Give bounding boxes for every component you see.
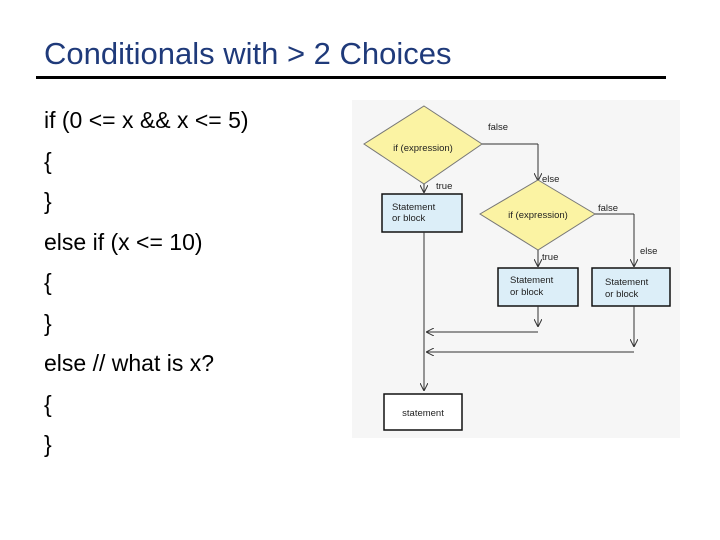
code-line: else // what is x? xyxy=(44,350,215,376)
final-statement-label: statement xyxy=(402,408,444,419)
statement-3-box xyxy=(591,267,671,307)
statement-2-label-line-2: or block xyxy=(510,287,544,298)
code-line: { xyxy=(44,147,52,174)
decision-2-label: if (expression) xyxy=(508,210,568,221)
connector xyxy=(595,213,634,266)
statement-3-label-line-1: Statement xyxy=(605,277,649,288)
false-label-1: false xyxy=(488,122,508,133)
else-label-1: else xyxy=(542,174,559,185)
title-underline xyxy=(36,76,666,79)
true-label-2: true xyxy=(542,252,558,263)
slide-title: Conditionals with > 2 Choices xyxy=(44,36,452,71)
code-line: else if (x <= 10) xyxy=(44,228,203,255)
false-label-2: false xyxy=(598,203,618,214)
true-label-1: true xyxy=(436,181,452,192)
code-line: } xyxy=(44,431,52,457)
connector xyxy=(424,232,634,390)
code-line: { xyxy=(44,269,52,295)
code-line: } xyxy=(44,188,52,214)
code-line: if (0 <= x && x <= 5) xyxy=(44,107,249,133)
statement-1-box xyxy=(381,193,463,233)
decision-1-label: if (expression) xyxy=(393,143,453,154)
flowchart: if (expression) false else true Statemen… xyxy=(352,100,680,438)
statement-1-label-line-1: Statement xyxy=(392,202,436,213)
statement-1-label-line-2: or block xyxy=(392,213,426,224)
else-label-2: else xyxy=(640,246,657,257)
code-line: } xyxy=(44,309,52,336)
code-listing: if (0 <= x && x <= 5) { } else if (x <= … xyxy=(44,100,249,465)
statement-2-label-line-1: Statement xyxy=(510,275,554,286)
final-statement-box xyxy=(383,393,463,431)
connector xyxy=(482,143,538,180)
code-line: { xyxy=(44,390,52,417)
statement-3-label-line-2: or block xyxy=(605,289,639,300)
